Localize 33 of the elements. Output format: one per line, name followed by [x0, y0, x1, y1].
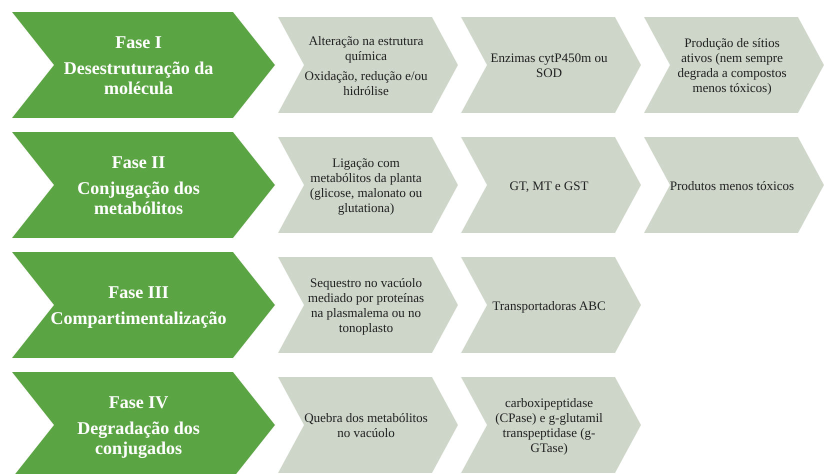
phase-banner [12, 12, 275, 118]
phase-banner [12, 132, 275, 238]
step-panel [461, 137, 641, 233]
step-text: carboxipeptidase (CPase) e g-glutamil transpeptidase (g-GTase) [494, 395, 604, 455]
step-text: Enzimas cytP450m ou SOD [490, 50, 608, 80]
step-text: Oxidação, redução e/ou hidrólise [303, 68, 429, 98]
step-panel [461, 257, 641, 353]
phase-banner [12, 372, 275, 474]
phase-description: Degradação dos conjugados [76, 418, 201, 458]
step-panel [644, 137, 824, 233]
step-panel [278, 377, 458, 473]
step-text: Ligação com metabólitos da planta (glicose, malonato ou glutationa) [308, 155, 424, 215]
phase-description: Desestruturação da molécula [62, 58, 214, 98]
step-text: Alteração na estrutura química [308, 32, 424, 62]
phase-title: Fase III [108, 282, 169, 302]
step-text: GT, MT e GST [510, 178, 588, 192]
phase-banner [12, 252, 275, 358]
step-text: Produtos menos tóxicos [670, 178, 794, 192]
step-panel [644, 17, 824, 113]
step-panel [461, 377, 641, 473]
phase-description: Compartimentalização [50, 308, 226, 328]
step-panel [461, 17, 641, 113]
step-text: Produção de sítios ativos (nem sempre degrada a compostos menos tóxicos) [676, 35, 788, 95]
phase-title: Fase I [115, 32, 162, 52]
step-text: Transportadoras ABC [492, 298, 606, 312]
step-text: Sequestro no vacúolo mediado por proteínas na plasmalema ou no tonoplasto [306, 275, 426, 335]
phase-title: Fase II [112, 152, 166, 172]
step-panel [278, 137, 458, 233]
step-text: Quebra dos metabólitos no vacúolo [303, 410, 429, 440]
step-panel [278, 17, 458, 113]
phase-description: Conjugação dos metabólitos [76, 178, 201, 218]
step-panel [278, 257, 458, 353]
phase-title: Fase IV [108, 392, 168, 412]
